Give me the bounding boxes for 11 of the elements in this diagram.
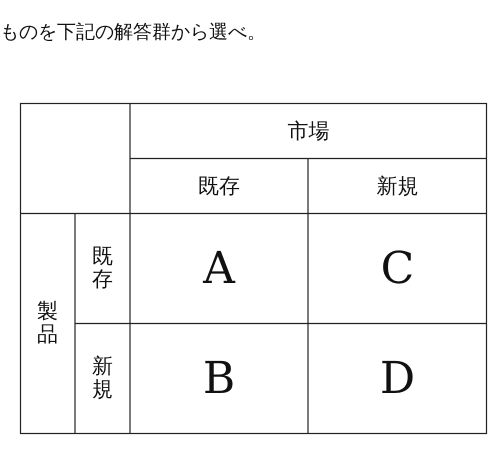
quadrant-letter: D	[380, 352, 416, 404]
quadrant-letter: B	[202, 352, 236, 404]
column-header: 市場	[288, 118, 330, 144]
row-header: 製品	[37, 300, 58, 346]
row-header: 新規	[92, 354, 113, 402]
column-header: 新規	[376, 172, 418, 200]
column-header: 既存	[198, 172, 240, 200]
quadrant-letter: C	[380, 242, 414, 294]
instruction-text: ものを下記の解答群から選べ。	[0, 20, 266, 45]
quadrant-letter: A	[203, 242, 235, 294]
row-header: 既存	[92, 244, 113, 292]
